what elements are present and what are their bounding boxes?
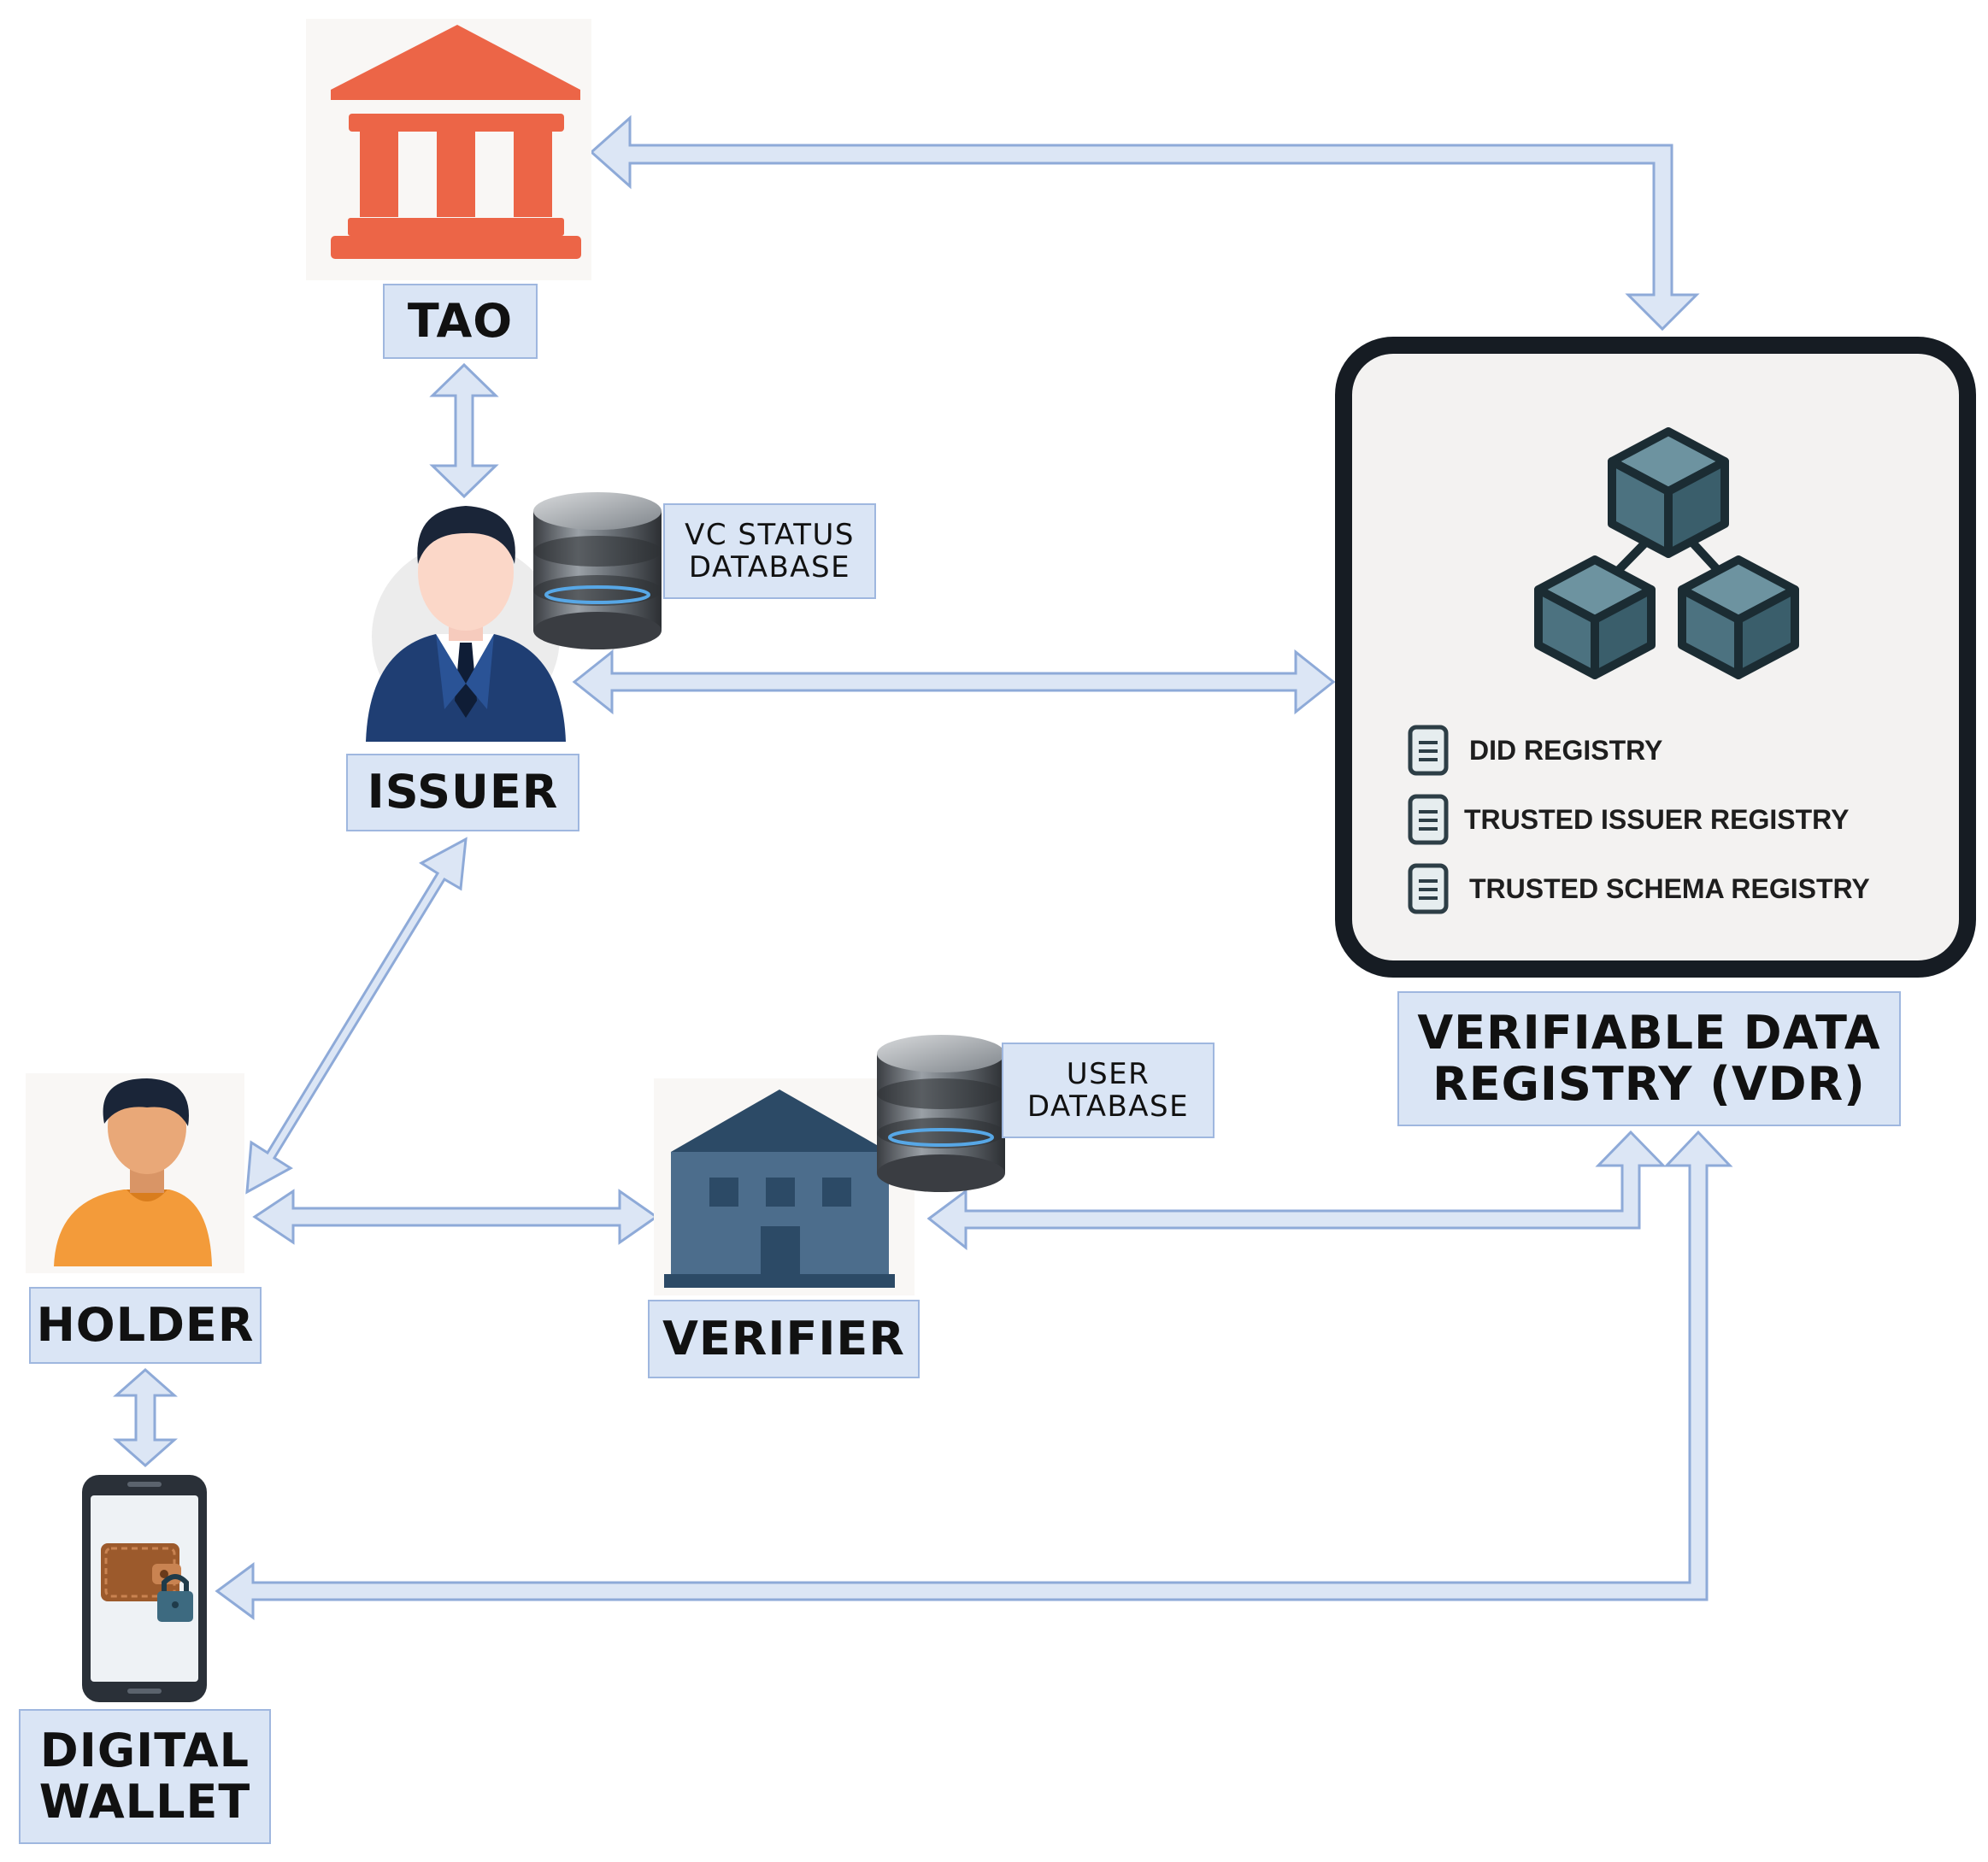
registry-label: DID REGISTRY: [1469, 734, 1663, 766]
vdr-label: VERIFIABLE DATA REGISTRY (VDR): [1397, 991, 1901, 1126]
document-icon: [1408, 863, 1449, 914]
arrow-tao-vdr: [589, 115, 1700, 332]
verifier-label: VERIFIER: [648, 1300, 920, 1378]
user-database-label: USER DATABASE: [1002, 1043, 1215, 1138]
label-line: VERIFIABLE DATA: [1417, 1005, 1881, 1060]
vc-status-database-label: VC STATUS DATABASE: [663, 503, 876, 599]
digital-wallet-label: DIGITAL WALLET: [19, 1709, 271, 1844]
document-icon: [1408, 725, 1449, 776]
vdr-panel: [1335, 337, 1976, 978]
wallet-icon: [101, 1543, 181, 1601]
building-icon: [654, 1078, 915, 1295]
database-icon: [533, 492, 662, 649]
arrow-vdr-verifier: [926, 1130, 1667, 1251]
tao-label: TAO: [383, 284, 538, 359]
businessman-icon: [366, 506, 566, 742]
cube-icon: [1608, 427, 1729, 558]
bank-icon: [306, 19, 591, 280]
label-line: WALLET: [38, 1775, 251, 1829]
connector-arrows: [113, 115, 1733, 1620]
database-icon: [877, 1035, 1005, 1192]
registry-label: TRUSTED SCHEMA REGISTRY: [1469, 872, 1870, 904]
registry-item-trusted-issuer: TRUSTED ISSUER REGISTRY: [1408, 794, 1849, 845]
arrow-tao-issuer: [429, 362, 499, 499]
cube-icon: [1534, 555, 1656, 679]
arrow-issuer-vdr: [572, 649, 1336, 715]
arrow-vdr-wallet: [215, 1130, 1733, 1620]
cube-icon: [1678, 555, 1799, 679]
blockchain-icon: [1534, 427, 1799, 679]
label-line: REGISTRY (VDR): [1432, 1057, 1866, 1111]
registry-item-trusted-schema: TRUSTED SCHEMA REGISTRY: [1408, 863, 1870, 914]
lock-icon: [157, 1574, 193, 1622]
issuer-label: ISSUER: [346, 754, 579, 831]
label-line: USER: [1066, 1056, 1150, 1091]
holder-label: HOLDER: [29, 1287, 262, 1364]
label-line: VC STATUS: [685, 517, 855, 552]
arrow-issuer-holder: [245, 837, 468, 1195]
person-icon: [26, 1073, 244, 1273]
document-icon: [1408, 794, 1449, 845]
registry-item-did: DID REGISTRY: [1408, 725, 1662, 776]
label-line: DATABASE: [1026, 1090, 1190, 1124]
registry-label: TRUSTED ISSUER REGISTRY: [1464, 803, 1850, 835]
arrow-holder-verifier: [252, 1189, 659, 1245]
label-line: DATABASE: [688, 550, 851, 584]
arrow-holder-wallet: [113, 1367, 178, 1468]
label-line: DIGITAL: [39, 1723, 250, 1777]
